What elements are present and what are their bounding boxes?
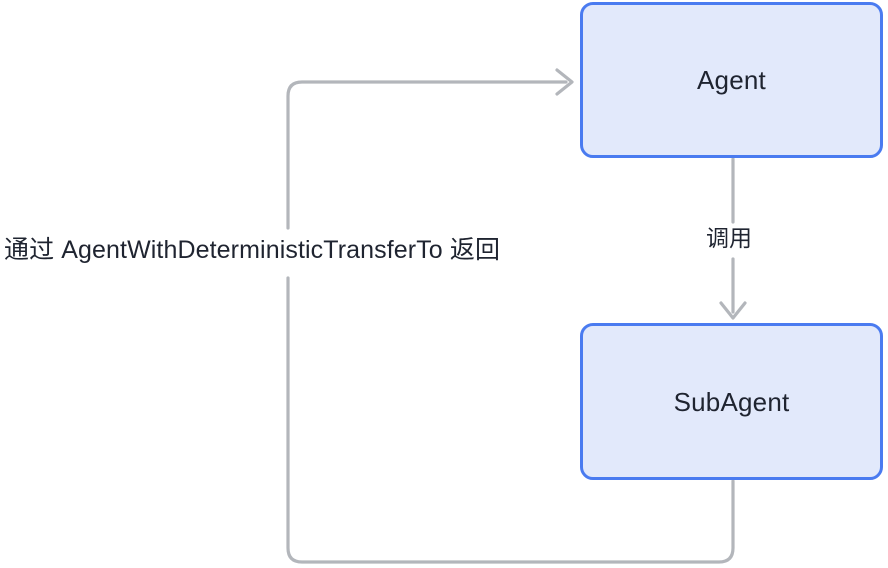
node-agent-label: Agent (697, 65, 766, 95)
arrowhead-down-icon (719, 301, 747, 320)
node-agent[interactable]: Agent (580, 2, 883, 158)
arrowhead-right-icon (555, 68, 574, 96)
edge-line-return-upper (286, 80, 568, 230)
edge-agent-to-subagent (719, 157, 747, 320)
node-subagent[interactable]: SubAgent (580, 323, 883, 480)
node-subagent-label: SubAgent (673, 386, 790, 417)
edge-label-invoke: 调用 (700, 224, 758, 253)
edge-line-return-lower (286, 276, 735, 564)
edge-label-return: 通过 AgentWithDeterministicTransferTo 返回 (0, 234, 507, 267)
edge-subagent-to-agent (286, 68, 735, 564)
